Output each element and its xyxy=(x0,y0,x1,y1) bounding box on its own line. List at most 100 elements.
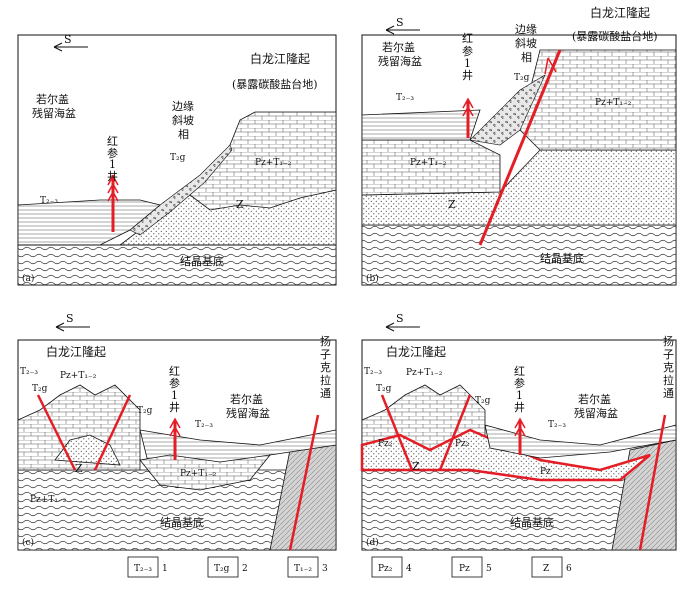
yangtze-label-5: 通 xyxy=(320,387,331,400)
panel-tag: (c) xyxy=(22,537,34,548)
basement-layer xyxy=(17,244,337,286)
yangtze-label-1: 扬 xyxy=(320,334,331,348)
panel-a: S 白龙江隆起 (暴露碳酸盐台地) 若尔盖 残留海盆 边缘 斜坡 相 红 参 1… xyxy=(17,33,337,286)
legend-code: Z xyxy=(543,564,549,574)
slope-facies xyxy=(129,144,233,236)
slope-label-2: 斜坡 xyxy=(172,114,194,127)
legend-num: 2 xyxy=(242,564,248,574)
slope-label-3: 相 xyxy=(178,128,189,141)
pz-basin-label: Pz+T₁₋₂ xyxy=(180,469,217,479)
yangtze-label-2: 子 xyxy=(663,348,674,361)
well-label-4: 井 xyxy=(169,400,180,414)
basin-label-2: 残留海盆 xyxy=(226,406,270,420)
well-label-2: 参 xyxy=(169,376,180,390)
t2g-mid-label: T₂g xyxy=(475,396,491,406)
slope-label-3: 相 xyxy=(521,51,532,64)
panel-tag: (a) xyxy=(22,273,34,284)
panel-b: S 白龙江隆起 (暴露碳酸盐台地) 若尔盖 残留海盆 边缘 斜坡 相 红 参 1… xyxy=(361,5,677,286)
fault-right xyxy=(438,394,472,471)
south-label: S xyxy=(66,312,74,325)
pz-top-label: Pz+T₁₋₂ xyxy=(60,371,97,381)
pz-top-label: Pz+T₁₋₂ xyxy=(406,368,443,378)
legend-item-2: T₂g 2 xyxy=(207,556,248,578)
legend-item-3: T₁₋₂ 3 xyxy=(287,556,328,578)
basement-label: 结晶基底 xyxy=(160,515,204,529)
south-label: S xyxy=(396,16,404,29)
t23-left-label: T₂₋₃ xyxy=(364,367,382,377)
legend-num: 3 xyxy=(322,564,328,574)
legend-code: T₁₋₂ xyxy=(294,564,312,574)
basement-layer xyxy=(361,224,677,286)
legend-code: Pz₂ xyxy=(378,564,393,574)
t2g-left-label: T₂g xyxy=(376,384,392,394)
t23-label: T₂₋₃ xyxy=(40,196,58,206)
highland-label: 白龙江隆起 xyxy=(386,344,446,359)
well-label-2: 参 xyxy=(107,146,118,160)
slope-label-1: 边缘 xyxy=(515,23,537,36)
slope-label-1: 边缘 xyxy=(172,100,194,113)
well-label-2: 参 xyxy=(462,44,473,58)
yangtze-label-2: 子 xyxy=(320,348,331,361)
well-head xyxy=(462,97,474,117)
basin-label-1: 若尔盖 xyxy=(382,40,415,54)
basement-label: 结晶基底 xyxy=(180,254,224,268)
legend-item-4: Pz₂ 4 xyxy=(371,556,412,578)
well-label-3: 1 xyxy=(464,57,471,70)
t2g-label: T₂g xyxy=(514,73,530,83)
pz2-mid-label: Pz₂ xyxy=(455,439,470,449)
south-label: S xyxy=(64,33,72,46)
highland-label: 白龙江隆起 xyxy=(250,51,310,66)
t23-left-label: T₂₋₃ xyxy=(20,367,38,377)
fault-left xyxy=(380,394,414,471)
t2g-mid-label: T₂g xyxy=(137,406,153,416)
pz-label-lower: Pz+T₁₋₂ xyxy=(410,158,447,168)
highland-label: 白龙江隆起 xyxy=(590,5,650,20)
well-label-3: 1 xyxy=(171,389,178,402)
t2g-label: T₂g xyxy=(170,153,186,163)
yangtze-label-5: 通 xyxy=(663,387,674,400)
highland-label: 白龙江隆起 xyxy=(46,344,106,359)
basin-carbonate xyxy=(139,454,271,491)
yangtze-label-4: 拉 xyxy=(663,373,674,387)
fault-left xyxy=(36,394,77,471)
basin-fill xyxy=(361,109,481,141)
basin-label-1: 若尔盖 xyxy=(230,392,263,406)
well-label-4: 井 xyxy=(514,400,525,414)
z-core xyxy=(54,434,121,466)
pz-label: Pz+T₁₋₂ xyxy=(255,158,292,168)
south-label: S xyxy=(396,312,404,325)
basin-fill xyxy=(484,424,677,459)
legend-num: 1 xyxy=(162,564,168,574)
well-label-4: 井 xyxy=(462,68,473,82)
panel-tag: (d) xyxy=(366,537,379,548)
legend-num: 5 xyxy=(486,564,492,574)
south-arrow xyxy=(53,42,88,52)
fault-yangtze xyxy=(638,414,667,551)
panel-d: S 白龙江隆起 若尔盖 残留海盆 红 参 1 井 扬 子 克 拉 通 T₂₋₃ … xyxy=(360,312,677,551)
z-label: Z xyxy=(236,198,244,211)
fault-line xyxy=(478,49,562,246)
z-label: Z xyxy=(448,198,456,211)
pz2-left-label: Pz₂ xyxy=(378,439,393,449)
carbonate-platform xyxy=(189,111,337,211)
pz2-wedge xyxy=(360,428,651,482)
south-arrow xyxy=(385,25,420,35)
highland-note: (暴露碳酸盐台地) xyxy=(572,29,658,43)
legend-num: 6 xyxy=(566,564,572,574)
basin-label-1: 若尔盖 xyxy=(36,92,69,106)
legend-num: 4 xyxy=(406,564,412,574)
basement-label: 结晶基底 xyxy=(540,251,584,265)
south-arrow xyxy=(55,322,90,332)
well-label-4: 井 xyxy=(107,169,118,183)
legend-code: Pz xyxy=(459,564,470,574)
yangtze-label-4: 拉 xyxy=(320,373,331,387)
pz-basin-label: Pz xyxy=(540,467,551,477)
z-label: Z xyxy=(412,460,420,473)
well-label-2: 参 xyxy=(514,376,525,390)
south-arrow xyxy=(385,322,420,332)
well-head xyxy=(514,417,526,437)
fault-yangtze xyxy=(288,414,320,551)
legend-item-1: T₂₋₃ 1 xyxy=(127,556,168,578)
slope-label-2: 斜坡 xyxy=(515,37,537,50)
